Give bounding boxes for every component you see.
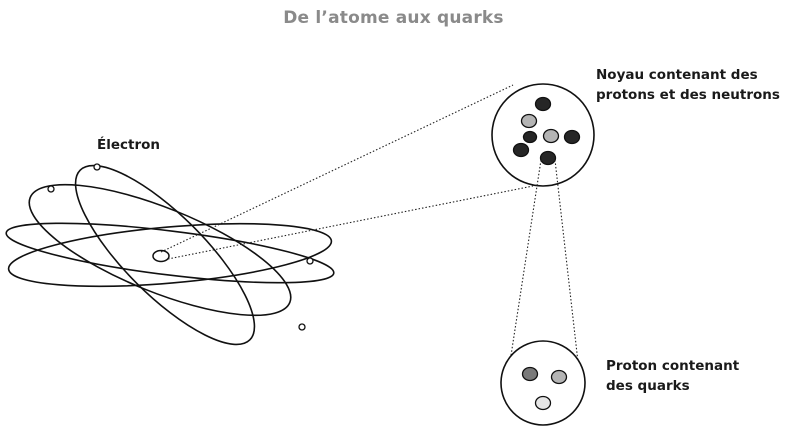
nucleons bbox=[512, 96, 581, 166]
orbit-4 bbox=[74, 164, 256, 346]
proton-1 bbox=[520, 113, 538, 129]
orbit-1 bbox=[5, 222, 335, 284]
neutron-3 bbox=[563, 129, 581, 145]
diagram-title: De l’atome aux quarks bbox=[283, 8, 504, 28]
proton-label-line-1: Proton contenant bbox=[606, 358, 740, 374]
electron-orbits bbox=[5, 164, 335, 346]
electrons bbox=[47, 163, 314, 331]
nucleus-label-line-2: protons et des neutrons bbox=[596, 87, 780, 103]
zoom-lines-proton bbox=[509, 159, 579, 363]
electron-label: Électron bbox=[97, 137, 161, 153]
electron-dot-3 bbox=[306, 257, 314, 265]
atom-nucleus bbox=[152, 249, 170, 263]
neutron-4 bbox=[512, 142, 530, 158]
electron-dot-2 bbox=[47, 185, 55, 193]
orbit-2 bbox=[7, 222, 333, 288]
electron-dot-1 bbox=[93, 163, 101, 171]
proton-2 bbox=[542, 128, 560, 144]
neutron-5 bbox=[539, 150, 557, 166]
proton-label: Proton contenant des quarks bbox=[606, 356, 739, 396]
enlarged-proton bbox=[500, 340, 586, 426]
neutron-2 bbox=[522, 130, 538, 144]
electron-dot-4 bbox=[298, 323, 306, 331]
nucleus-label: Noyau contenant des protons et des neutr… bbox=[596, 65, 780, 105]
proton-label-line-2: des quarks bbox=[606, 378, 690, 394]
quark-2 bbox=[550, 369, 568, 385]
quarks bbox=[521, 366, 568, 411]
nucleus-label-line-1: Noyau contenant des bbox=[596, 67, 758, 83]
quark-1 bbox=[521, 366, 539, 382]
neutron-1 bbox=[534, 96, 552, 112]
quark-3 bbox=[534, 395, 552, 411]
zoom-lines-nucleus bbox=[160, 84, 534, 260]
